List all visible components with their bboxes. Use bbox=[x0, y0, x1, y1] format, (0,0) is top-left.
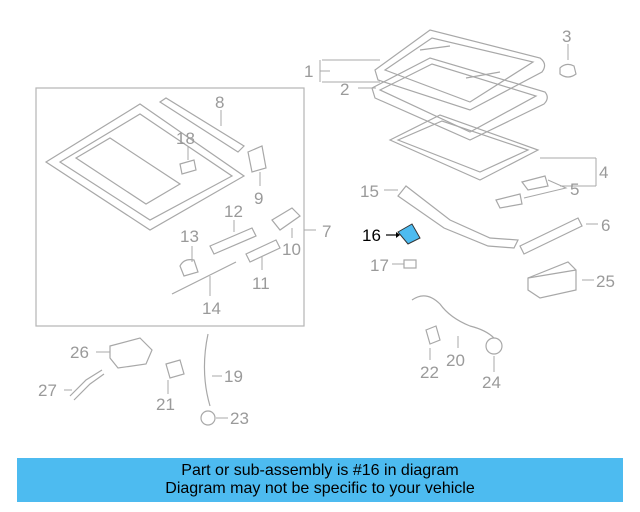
sunroof-frame-part bbox=[44, 103, 246, 231]
callout-19: 19 bbox=[224, 367, 243, 386]
bracket-22-part bbox=[425, 325, 441, 345]
frame-part bbox=[388, 114, 540, 181]
bolt-part bbox=[559, 44, 577, 78]
motor-26-part bbox=[109, 337, 153, 369]
part-18 bbox=[179, 159, 197, 175]
callout-3: 3 bbox=[562, 27, 571, 46]
callout-7: 7 bbox=[322, 222, 331, 241]
callout-17: 17 bbox=[370, 256, 389, 275]
banner-line-2: Diagram may not be specific to your vehi… bbox=[165, 480, 475, 497]
cable-14 bbox=[171, 261, 237, 295]
callout-24: 24 bbox=[482, 373, 501, 392]
guide-part bbox=[397, 185, 519, 249]
callout-21: 21 bbox=[156, 395, 175, 414]
part-12 bbox=[209, 227, 257, 255]
part-11 bbox=[245, 239, 281, 263]
rail-part bbox=[519, 217, 583, 255]
cable-19-part bbox=[203, 333, 211, 407]
hose-27-part bbox=[69, 369, 105, 401]
callout-5: 5 bbox=[570, 180, 579, 199]
banner-line-1: Part or sub-assembly is #16 in diagram bbox=[181, 462, 459, 479]
part-10 bbox=[271, 207, 301, 231]
callout-16: 16 bbox=[362, 226, 381, 245]
bracket-part bbox=[495, 175, 549, 209]
clip-part bbox=[403, 259, 417, 269]
callout-20: 20 bbox=[446, 351, 465, 370]
part-13 bbox=[179, 259, 199, 277]
callout-13: 13 bbox=[180, 227, 199, 246]
parts-diagram: 1 2 3 4 5 6 7 8 9 10 11 12 13 14 15 16 1… bbox=[35, 27, 615, 428]
callout-26: 26 bbox=[70, 343, 89, 362]
callout-23: 23 bbox=[230, 409, 249, 428]
callout-14: 14 bbox=[202, 299, 221, 318]
callout-27: 27 bbox=[38, 381, 57, 400]
control-unit-part bbox=[527, 261, 577, 299]
glass-panel-part bbox=[374, 29, 546, 111]
leader-lines bbox=[64, 59, 598, 419]
part-16-highlighted bbox=[397, 223, 421, 245]
callout-2: 2 bbox=[340, 80, 349, 99]
callout-25: 25 bbox=[596, 272, 615, 291]
sub-assembly-box bbox=[35, 87, 305, 327]
callout-6: 6 bbox=[601, 216, 610, 235]
seal-part bbox=[371, 57, 548, 141]
hose-part bbox=[411, 295, 495, 339]
callout-4: 4 bbox=[599, 163, 608, 182]
callout-15: 15 bbox=[360, 182, 379, 201]
callout-11: 11 bbox=[252, 274, 270, 293]
callout-22: 22 bbox=[420, 363, 439, 382]
part-9 bbox=[247, 145, 267, 173]
callout-12: 12 bbox=[224, 202, 243, 221]
callout-9: 9 bbox=[254, 189, 263, 208]
callout-1: 1 bbox=[304, 62, 313, 81]
rail-8-part bbox=[158, 97, 245, 153]
part-21-clip bbox=[165, 359, 185, 379]
callout-18: 18 bbox=[176, 129, 195, 148]
callout-8: 8 bbox=[215, 93, 224, 112]
info-banner: Part or sub-assembly is #16 in diagram D… bbox=[17, 458, 623, 502]
part-23 bbox=[200, 410, 216, 426]
callout-10: 10 bbox=[282, 240, 301, 259]
grommet-part bbox=[485, 337, 503, 355]
